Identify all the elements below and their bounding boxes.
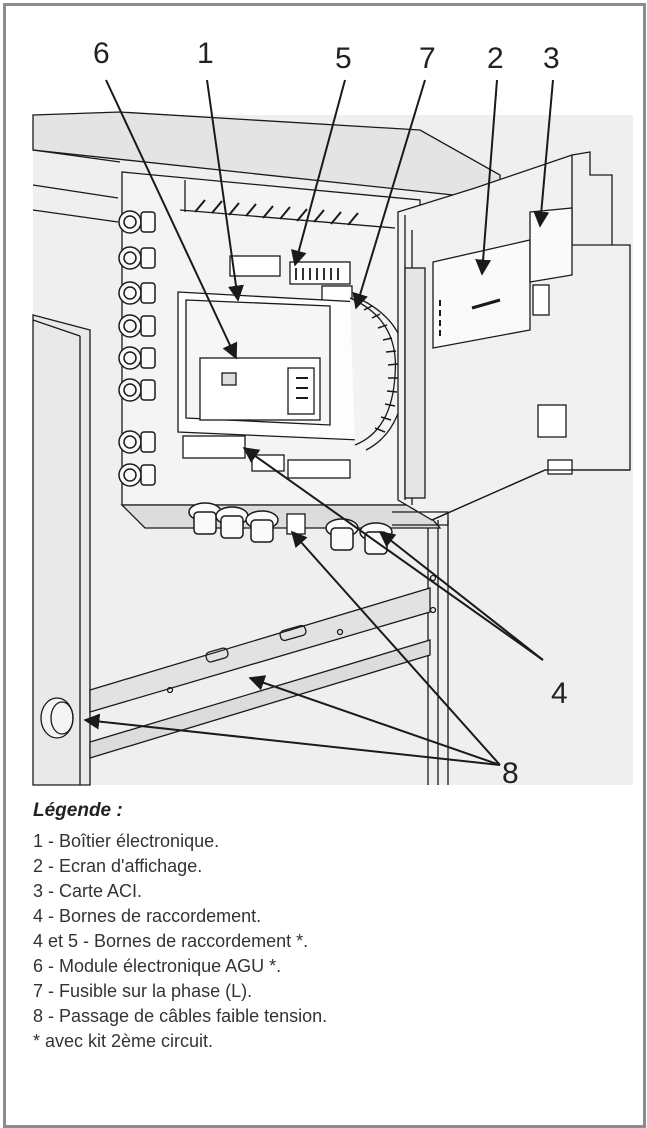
legend-item: 4 - Bornes de raccordement. [33, 906, 262, 926]
legend-item: 6 - Module électronique AGU *. [33, 956, 282, 976]
legend-list: 1 - Boîtier électronique. 2 - Ecran d'af… [33, 829, 633, 1054]
callout-4: 4 [551, 677, 568, 710]
callout-5: 5 [335, 42, 352, 75]
callout-3: 3 [543, 42, 560, 75]
callout-leaders [83, 79, 554, 766]
legend-title: Légende : [33, 800, 123, 821]
callout-8: 8 [502, 757, 519, 790]
legend-footnote: * avec kit 2ème circuit. [33, 1031, 214, 1051]
legend-item: 1 - Boîtier électronique. [33, 831, 220, 851]
callout-6: 6 [93, 37, 110, 70]
legend: Légende : 1 - Boîtier électronique. 2 - … [33, 800, 633, 1054]
cabinet-diagram: 6 1 5 7 2 3 4 8 [32, 37, 633, 790]
legend-item: 2 - Ecran d'affichage. [33, 856, 203, 876]
legend-item: 8 - Passage de câbles faible tension. [33, 1006, 328, 1026]
figure-frame [3, 3, 646, 1128]
legend-item: 3 - Carte ACI. [33, 881, 143, 901]
legend-item: 7 - Fusible sur la phase (L). [33, 981, 253, 1001]
cabinet-illustration [32, 111, 633, 786]
callout-2: 2 [487, 42, 504, 75]
callout-1: 1 [197, 37, 214, 70]
legend-item: 4 et 5 - Bornes de raccordement *. [33, 931, 309, 951]
callout-7: 7 [419, 42, 436, 75]
